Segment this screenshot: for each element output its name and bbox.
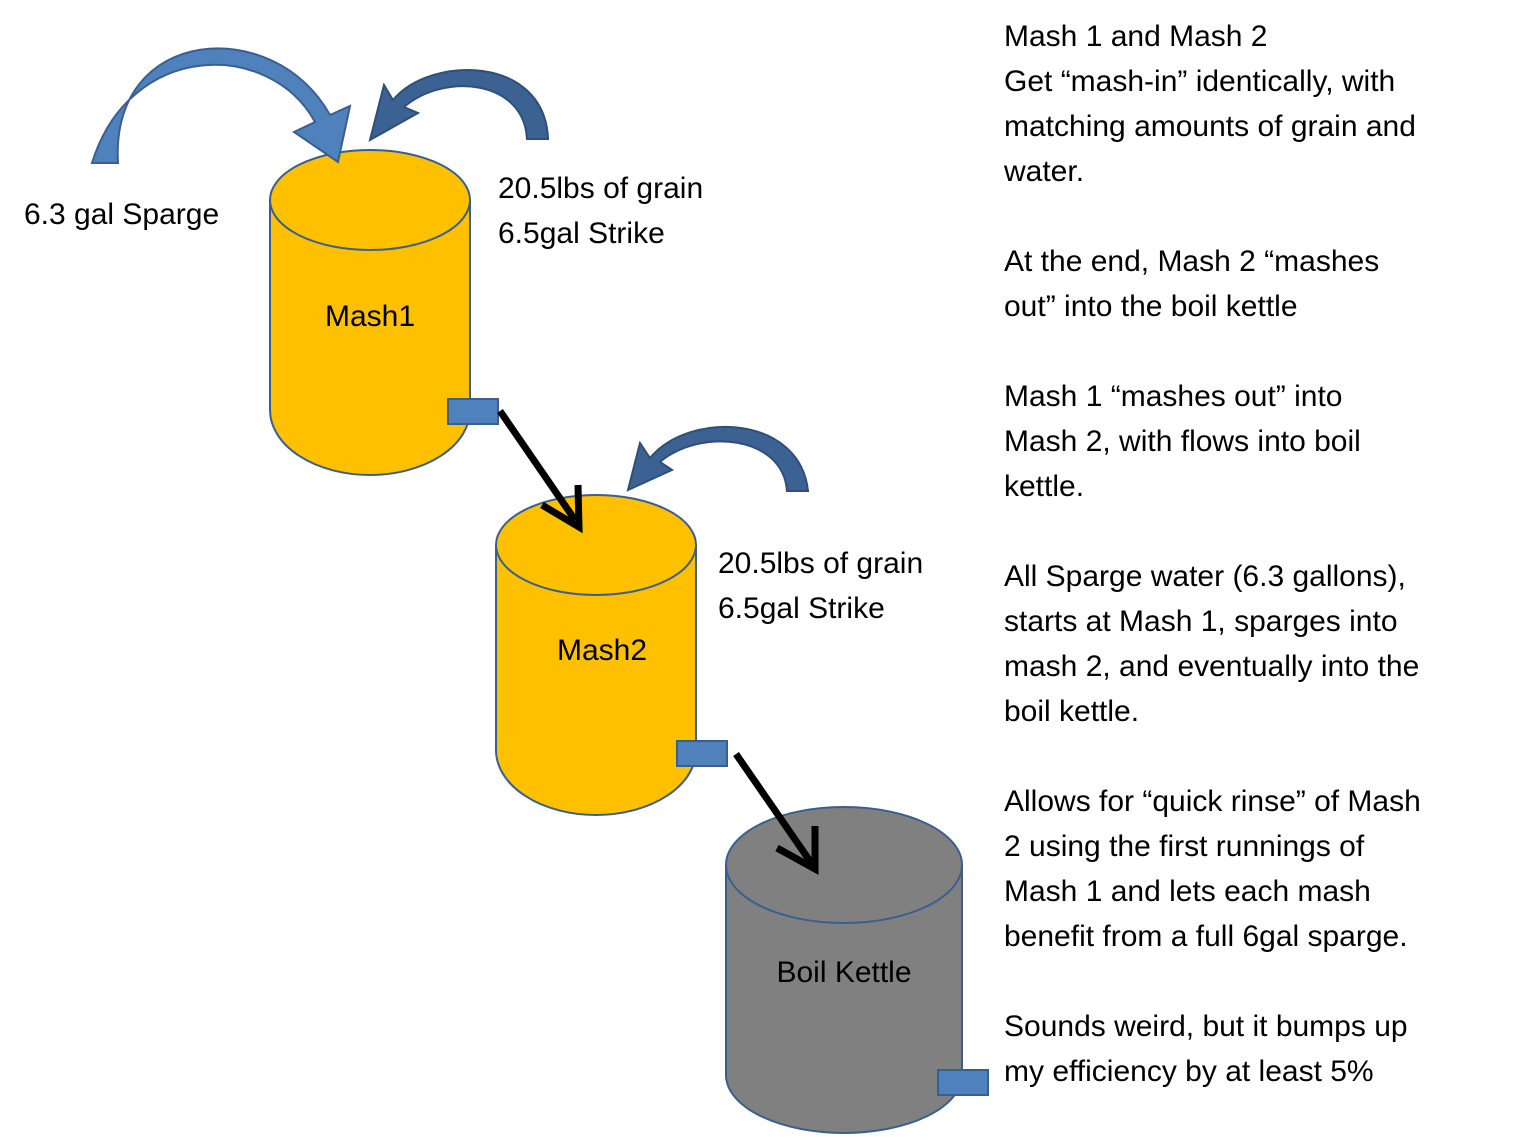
note-paragraph: Mash 1 and Mash 2 Get “mash-in” identica… (1004, 14, 1514, 194)
mash2-valve (676, 740, 728, 767)
notes-panel: Mash 1 and Mash 2 Get “mash-in” identica… (1004, 14, 1514, 1139)
note-line: Mash 2, with flows into boil (1004, 425, 1361, 458)
boil-kettle-vessel (725, 806, 963, 1134)
note-line: starts at Mash 1, sparges into (1004, 605, 1398, 638)
note-line: 2 using the first runnings of (1004, 830, 1365, 863)
mash2-strike-label: 6.5gal Strike (718, 592, 885, 625)
note-paragraph: All Sparge water (6.3 gallons), starts a… (1004, 554, 1514, 734)
sparge-label: 6.3 gal Sparge (24, 198, 220, 231)
mash1-valve (447, 398, 499, 425)
mash1-grain-label: 20.5lbs of grain (498, 172, 704, 205)
note-line: Mash 1 and Mash 2 (1004, 20, 1268, 53)
note-paragraph: At the end, Mash 2 “mashes out” into the… (1004, 239, 1514, 329)
note-paragraph: Mash 1 “mashes out” into Mash 2, with fl… (1004, 374, 1514, 509)
note-line: benefit from a full 6gal sparge. (1004, 920, 1408, 953)
note-line: mash 2, and eventually into the (1004, 650, 1420, 683)
note-line: Sounds weird, but it bumps up (1004, 1010, 1408, 1043)
sparge-curved-arrow (90, 47, 352, 164)
note-line: kettle. (1004, 470, 1085, 503)
mash2-strike-curved-arrow (626, 425, 810, 492)
mash2-grain-label: 20.5lbs of grain (718, 547, 924, 580)
note-line: boil kettle. (1004, 695, 1140, 728)
note-line: water. (1004, 155, 1085, 188)
note-paragraph: Allows for “quick rinse” of Mash 2 using… (1004, 779, 1514, 959)
note-line: out” into the boil kettle (1004, 290, 1298, 323)
mash2-label: Mash2 (556, 634, 648, 667)
note-line: matching amounts of grain and (1004, 110, 1416, 143)
flow-arrow-mash2-to-kettle (733, 752, 819, 875)
mash1-label: Mash1 (324, 300, 416, 333)
note-paragraph: Sounds weird, but it bumps up my efficie… (1004, 1004, 1514, 1094)
mash1-strike-curved-arrow (368, 69, 550, 143)
note-line: Allows for “quick rinse” of Mash (1004, 785, 1421, 818)
boil-kettle-label: Boil Kettle (776, 956, 912, 989)
mash1-strike-label: 6.5gal Strike (498, 217, 665, 250)
note-line: At the end, Mash 2 “mashes (1004, 245, 1380, 278)
mash2-vessel (495, 494, 697, 816)
note-line: Mash 1 “mashes out” into (1004, 380, 1343, 413)
note-line: Get “mash-in” identically, with (1004, 65, 1396, 98)
note-line: my efficiency by at least 5% (1004, 1055, 1374, 1088)
mash1-vessel (269, 149, 471, 476)
note-line: All Sparge water (6.3 gallons), (1004, 560, 1406, 593)
flow-arrow-mash1-to-mash2 (497, 409, 583, 534)
kettle-valve (937, 1069, 989, 1096)
note-line: Mash 1 and lets each mash (1004, 875, 1371, 908)
